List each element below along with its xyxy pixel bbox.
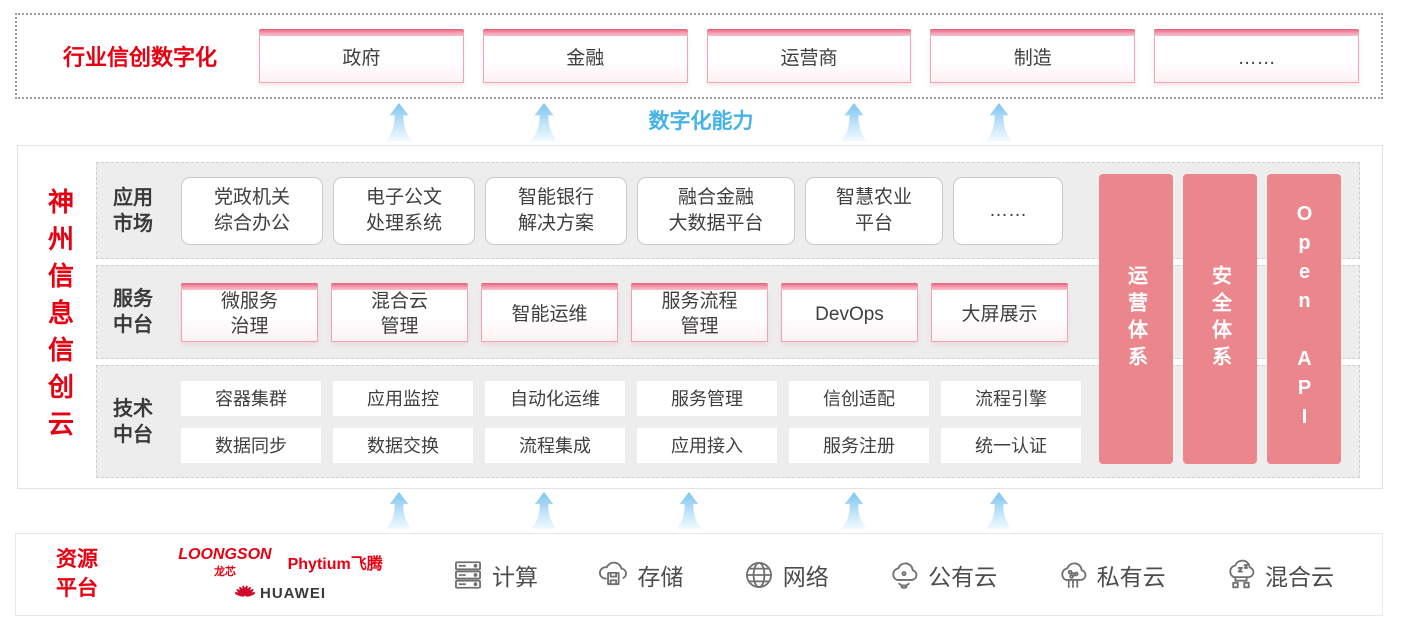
- tech-box: 容器集群: [181, 380, 321, 416]
- up-arrow-icon: [527, 492, 561, 529]
- tech-box: 自动化运维: [485, 380, 625, 416]
- pillar-operations: 运营体系: [1099, 174, 1173, 464]
- tech-box: 服务注册: [789, 427, 929, 463]
- huawei-logo: HUAWEI: [235, 583, 326, 603]
- up-arrow-icon: [837, 492, 871, 529]
- tech-box: 信创适配: [789, 380, 929, 416]
- pillar-security: 安全体系: [1183, 174, 1257, 464]
- industry-box: 政府: [259, 29, 464, 83]
- industry-banner-title: 行业信创数字化: [63, 45, 218, 70]
- resource-item: 存储: [596, 558, 683, 592]
- network-globe-icon: [745, 561, 772, 588]
- tech-box: 数据同步: [181, 427, 321, 463]
- resource-item: 计算: [451, 558, 538, 592]
- cloud-platform-panel: 神州信息信创云 应用 市场 党政机关 综合办公 电子公文 处理系统 智能银行 解…: [17, 145, 1383, 489]
- app-market-label: 应用 市场: [113, 186, 153, 235]
- up-arrow-icon: [982, 492, 1016, 529]
- tech-box: 数据交换: [333, 427, 473, 463]
- tech-box: 应用接入: [637, 427, 777, 463]
- pillar-bars: 运营体系 安全体系 Open API: [1099, 174, 1341, 464]
- hybrid-cloud-icon: [1229, 559, 1255, 588]
- tech-box: 流程集成: [485, 427, 625, 463]
- industry-row: 政府 金融 运营商 制造 ……: [259, 29, 1359, 83]
- resource-items: 计算 存储 网络: [451, 558, 1334, 592]
- huawei-flower-icon: [235, 585, 255, 597]
- industry-box: 制造: [930, 29, 1136, 83]
- app-box-ellipsis: ……: [953, 176, 1063, 245]
- server-icon: [455, 560, 481, 589]
- up-arrow-icon: [672, 492, 706, 529]
- industry-box: 运营商: [706, 29, 912, 83]
- tech-box: 流程引擎: [941, 380, 1081, 416]
- app-box: 智慧农业 平台: [805, 176, 943, 245]
- resource-item: 混合云: [1224, 558, 1334, 592]
- tech-box: 应用监控: [333, 380, 473, 416]
- tech-platform-label: 技术 中台: [113, 397, 153, 446]
- industry-box: 金融: [482, 29, 688, 83]
- service-platform-grid: 微服务 治理 混合云 管理 智能运维 服务流程 管理 DevOps 大屏展示: [181, 282, 1068, 342]
- vendor-logos: LOONGSON 龙芯 Phytium飞腾: [168, 546, 393, 603]
- up-arrow-icon: [382, 492, 416, 529]
- storage-cloud-icon: [599, 561, 628, 585]
- resource-arrow-band: [0, 492, 1402, 529]
- resource-panel-title: 资源 平台: [56, 548, 98, 600]
- service-box: 微服务 治理: [181, 282, 318, 342]
- resource-item: 网络: [742, 558, 829, 592]
- resource-item: 公有云: [887, 558, 997, 592]
- resource-panel: 资源 平台 LOONGSON 龙芯 Phytium飞腾: [15, 533, 1383, 616]
- cloud-platform-title: 神州信息信创云: [44, 187, 75, 447]
- pillar-open-api: Open API: [1267, 174, 1341, 464]
- service-box: 混合云 管理: [331, 282, 468, 342]
- app-box: 党政机关 综合办公: [181, 176, 323, 245]
- private-cloud-icon: [1060, 561, 1086, 588]
- service-box: 智能运维: [481, 282, 618, 342]
- loongson-logo: LOONGSON 龙芯: [178, 546, 272, 578]
- service-box: DevOps: [781, 282, 918, 342]
- tech-platform-grid: 容器集群 应用监控 自动化运维 服务管理 信创适配 流程引擎 数据同步 数据交换…: [181, 380, 1081, 463]
- service-box: 服务流程 管理: [631, 282, 768, 342]
- service-platform-label: 服务 中台: [113, 288, 153, 336]
- tech-box: 统一认证: [941, 427, 1081, 463]
- phytium-logo: Phytium飞腾: [287, 556, 383, 573]
- capability-label: 数字化能力: [648, 110, 754, 133]
- public-cloud-icon: [892, 561, 918, 589]
- app-box: 融合金融 大数据平台: [637, 176, 795, 245]
- service-box: 大屏展示: [931, 282, 1068, 342]
- app-box: 电子公文 处理系统: [333, 176, 475, 245]
- resource-item: 私有云: [1056, 558, 1166, 592]
- app-market-grid: 党政机关 综合办公 电子公文 处理系统 智能银行 解决方案 融合金融 大数据平台…: [181, 176, 1063, 245]
- industry-banner: 行业信创数字化 政府 金融 运营商 制造 ……: [15, 13, 1383, 99]
- app-box: 智能银行 解决方案: [485, 176, 627, 245]
- industry-box-ellipsis: ……: [1154, 29, 1359, 83]
- tech-box: 服务管理: [637, 380, 777, 416]
